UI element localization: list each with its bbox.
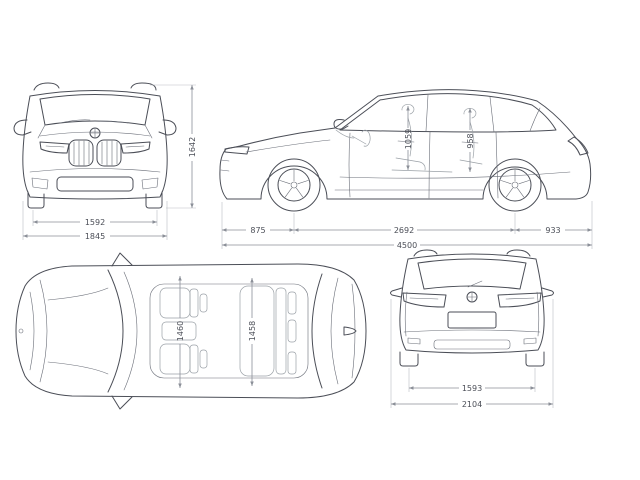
top-view: 1460 1458 xyxy=(15,252,367,410)
top-dimensions: 1460 1458 xyxy=(176,276,257,388)
side-taillight xyxy=(567,136,589,156)
front-wheel-right xyxy=(145,191,163,209)
dashboard xyxy=(335,129,453,173)
front-headroom-label: 1059 xyxy=(404,129,413,149)
center-console xyxy=(161,321,197,341)
front-wheel-left xyxy=(27,191,45,209)
top-interior xyxy=(159,285,297,377)
front-interior-width-label: 1460 xyxy=(176,321,185,341)
top-windshield xyxy=(107,269,124,393)
front-body xyxy=(22,90,168,200)
kidney-grille-left xyxy=(68,139,94,167)
rear-car-details xyxy=(403,280,541,350)
rear-interior-width-label: 1458 xyxy=(248,321,257,341)
front-overall-height-label: 1642 xyxy=(188,137,197,157)
side-car-details xyxy=(220,94,571,199)
kidney-grille-right xyxy=(96,139,122,167)
side-car-outline xyxy=(219,89,592,212)
front-overall-width-label: 1845 xyxy=(85,232,105,241)
top-rear-window xyxy=(311,273,323,389)
side-dimensions: 1059 958 875 2692 933 4500 xyxy=(221,106,593,250)
lower-intake xyxy=(56,176,134,192)
passenger-seat-cushion xyxy=(159,343,191,375)
rear-overall-width-label: 2104 xyxy=(462,400,482,409)
rear-wheel-left xyxy=(399,351,419,367)
rear-wheel-tire xyxy=(488,158,542,212)
side-view: 1059 958 875 2692 933 4500 xyxy=(219,89,593,250)
top-mirror-right xyxy=(111,395,133,410)
license-plate xyxy=(447,311,497,329)
front-car-details xyxy=(29,119,161,190)
rear-bench-cushion xyxy=(239,285,275,377)
rear-seat xyxy=(459,107,483,165)
front-seat xyxy=(395,103,426,171)
steering-wheel xyxy=(351,129,371,147)
front-car-outline xyxy=(13,82,177,209)
rear-track-width-label: 1593 xyxy=(462,384,482,393)
rear-wheel-right xyxy=(525,351,545,367)
top-car-outline xyxy=(15,252,367,410)
side-glasshouse xyxy=(339,93,557,133)
rear-headroom-label: 958 xyxy=(466,133,475,148)
top-mirror-left xyxy=(111,252,133,267)
rear-view: 1593 2104 xyxy=(390,249,554,409)
mirror-right xyxy=(158,119,177,136)
front-overhang-label: 875 xyxy=(250,226,265,235)
taillight-right xyxy=(497,292,542,308)
front-wheel-tire xyxy=(267,158,321,212)
rear-body xyxy=(399,253,545,354)
rear-wheel-rim xyxy=(498,168,532,202)
overall-length-label: 4500 xyxy=(397,241,417,250)
headlight-right xyxy=(120,141,151,154)
rear-dimensions: 1593 2104 xyxy=(390,299,554,409)
driver-seat-cushion xyxy=(159,287,191,319)
mirror-left xyxy=(13,119,32,136)
front-track-width-label: 1592 xyxy=(85,218,105,227)
taillight-left xyxy=(402,292,447,308)
rear-mirror-right xyxy=(541,287,554,298)
shark-fin-antenna xyxy=(343,326,357,336)
windshield xyxy=(39,94,151,126)
rear-roof-rails xyxy=(413,249,531,257)
front-wheel-rim xyxy=(277,168,311,202)
side-interior xyxy=(335,103,483,173)
rear-overhang-label: 933 xyxy=(545,226,560,235)
rear-window xyxy=(417,258,527,290)
side-headlight xyxy=(224,146,250,155)
front-dimensions: 1592 1845 1642 xyxy=(22,84,197,241)
hood-roundel-icon xyxy=(18,328,24,334)
side-body xyxy=(219,89,592,200)
roof-rail-right xyxy=(130,82,157,91)
rear-car-outline xyxy=(390,249,554,367)
headlight-left xyxy=(39,141,70,154)
wheelbase-label: 2692 xyxy=(394,226,414,235)
front-view: 1592 1845 1642 xyxy=(13,82,197,241)
top-car-details xyxy=(18,271,356,391)
side-mirror xyxy=(333,119,349,130)
rear-mirror-left xyxy=(390,287,403,298)
top-body xyxy=(15,263,367,399)
roof-rail-left xyxy=(33,82,60,91)
